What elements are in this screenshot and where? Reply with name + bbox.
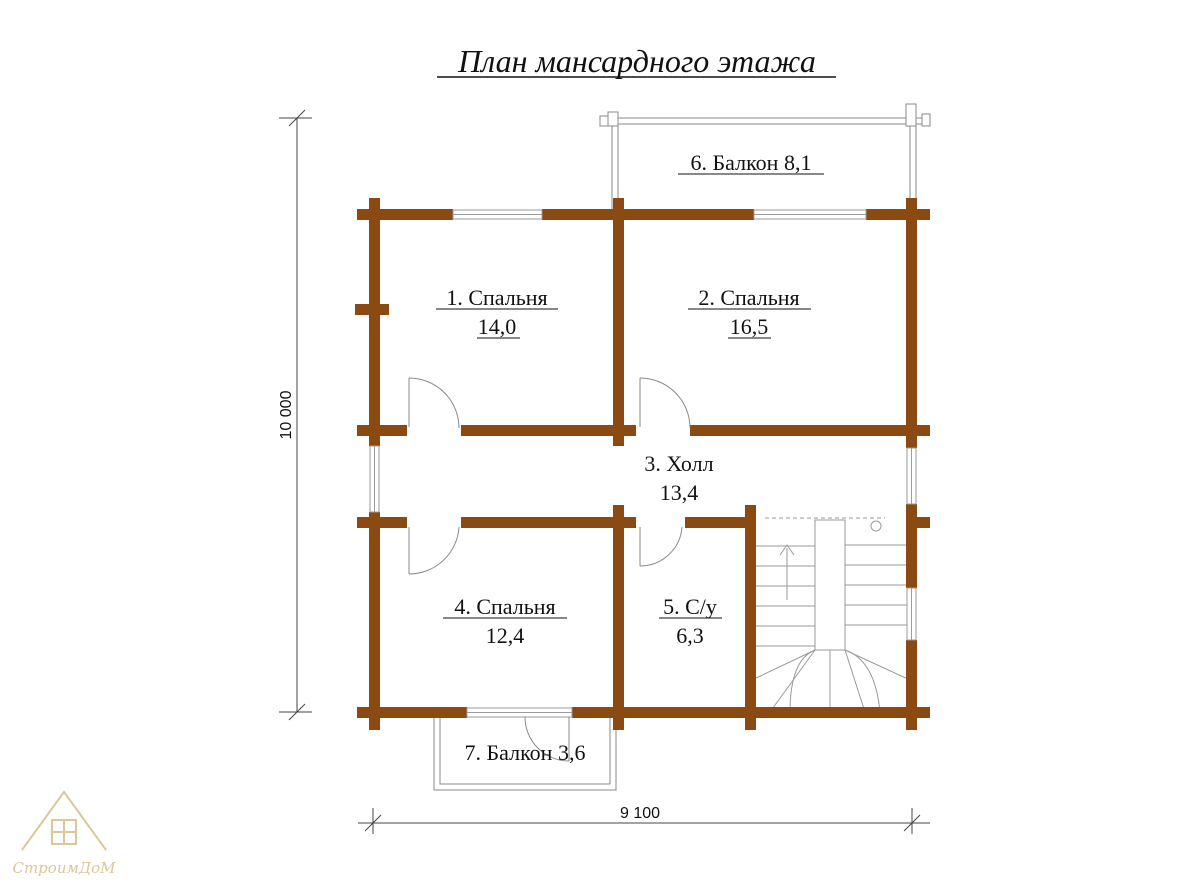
width-dimension [358,808,930,834]
room-7-label: 7. Балкон 3,6 [465,740,586,765]
room-4-label: 4. Спальня 12,4 [443,594,567,648]
balcony-6 [599,103,931,215]
room-2-area: 16,5 [730,314,769,339]
logo-text: СтроимДоМ [12,859,116,877]
windows [369,209,917,718]
log-walls [355,198,930,730]
room-6-label: 6. Балкон 8,1 [678,150,824,175]
plan-title: План мансардного этажа [437,43,836,79]
height-dimension [279,109,312,721]
room-4-area: 12,4 [486,623,525,648]
staircase [751,517,911,713]
doors [408,377,691,762]
logo: СтроимДоМ [12,790,116,877]
room-4-title: 4. Спальня [454,594,555,619]
room-5-label: 5. С/у 6,3 [659,594,722,648]
room-3-area: 13,4 [660,480,699,505]
room-3-label: 3. Холл 13,4 [644,451,713,505]
room-1-label: 1. Спальня 14,0 [436,285,558,339]
room-3-title: 3. Холл [644,451,713,476]
room-2-title: 2. Спальня [698,285,799,310]
room-1-title: 1. Спальня [446,285,547,310]
height-dimension-label: 10 000 [278,390,295,439]
plan-title-text: План мансардного этажа [457,43,816,79]
room-5-area: 6,3 [676,623,704,648]
room-7-title: 7. Балкон 3,6 [465,740,586,765]
room-2-label: 2. Спальня 16,5 [688,285,811,339]
room-1-area: 14,0 [478,314,517,339]
room-6-title: 6. Балкон 8,1 [691,150,812,175]
room-5-title: 5. С/у [663,594,717,619]
balcony-7 [433,711,617,791]
house-roof-icon [21,790,107,851]
width-dimension-label: 9 100 [620,805,660,822]
